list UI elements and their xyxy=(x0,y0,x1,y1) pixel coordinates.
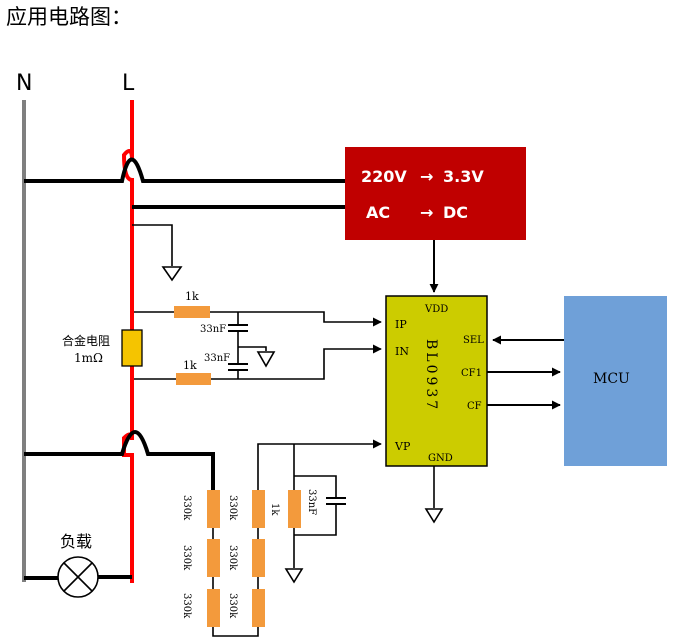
mcu-label: MCU xyxy=(593,371,630,387)
resistor-330k-6 xyxy=(252,589,265,627)
converter-ac: AC xyxy=(366,203,390,222)
converter-dc: DC xyxy=(443,203,468,222)
neutral-label: N xyxy=(16,71,32,96)
pin-vp: VP xyxy=(394,440,411,453)
chip-name: BL0937 xyxy=(423,339,439,412)
ip-wire xyxy=(210,311,382,327)
resistor-330k-1 xyxy=(207,490,220,528)
load-label: 负载 xyxy=(60,532,92,551)
pin-vdd: VDD xyxy=(424,304,448,315)
page-title: 应用电路图： xyxy=(6,5,132,29)
ground-symbol-chip xyxy=(424,508,444,524)
lamp-cross-2 xyxy=(63,562,93,592)
resistor-330k-4-label: 330k xyxy=(227,495,238,521)
pin-ip: IP xyxy=(395,318,407,331)
converter-arrow-1: → xyxy=(420,167,433,186)
live-ground-wire xyxy=(132,224,173,266)
resistor-330k-3 xyxy=(207,589,220,627)
live-line xyxy=(121,100,134,583)
in-wire xyxy=(211,344,382,380)
pin-in: IN xyxy=(395,345,409,358)
ground-symbol-live xyxy=(161,266,183,282)
live-label: L xyxy=(122,71,135,96)
vp-wire xyxy=(257,439,382,490)
resistor-330k-2-label: 330k xyxy=(181,545,192,571)
ground-symbol-cap xyxy=(256,351,276,368)
resistor-330k-3-label: 330k xyxy=(181,593,192,619)
shunt-label-value: 1mΩ xyxy=(74,351,103,365)
ground-symbol-vp xyxy=(284,568,304,584)
divider-wire-bottom xyxy=(212,627,259,637)
resistor-1k-in xyxy=(176,373,211,385)
resistor-330k-1-label: 330k xyxy=(181,495,192,521)
pin-cf: CF xyxy=(467,401,482,412)
cap-vp-label: 33nF xyxy=(306,489,317,515)
resistor-1k-in-label: 1k xyxy=(183,359,197,372)
resistor-1k-vp xyxy=(288,490,301,528)
resistor-1k-ip xyxy=(174,306,210,318)
shunt-resistor xyxy=(121,329,143,367)
ac-dc-converter xyxy=(345,147,526,240)
resistor-1k-vp-label: 1k xyxy=(269,503,280,516)
resistor-330k-6-label: 330k xyxy=(227,593,238,619)
resistor-1k-ip-label: 1k xyxy=(185,290,199,303)
resistor-330k-2 xyxy=(207,539,220,577)
shunt-label-name: 合金电阻 xyxy=(62,333,110,348)
converter-220v: 220V xyxy=(361,167,407,186)
pin-gnd: GND xyxy=(428,453,453,464)
resistor-330k-4 xyxy=(252,490,265,528)
bl0937-chip xyxy=(385,295,488,467)
pin-sel: SEL xyxy=(463,335,484,346)
cap-vp-top-wire xyxy=(294,475,337,498)
resistor-330k-5-label: 330k xyxy=(227,545,238,571)
cap-ground-wire xyxy=(238,346,267,351)
converter-3v3: 3.3V xyxy=(443,167,484,186)
mcu-block xyxy=(564,296,667,466)
cap-ip-label: 33nF xyxy=(200,324,226,335)
resistor-330k-5 xyxy=(252,539,265,577)
divider-feed-wire xyxy=(24,430,215,490)
cap-in-label: 33nF xyxy=(204,353,230,364)
converter-arrow-2: → xyxy=(420,203,433,222)
pin-cf1: CF1 xyxy=(461,368,482,379)
cap-vp-bottom-wire xyxy=(294,504,337,536)
neutral-to-converter-wire xyxy=(24,157,345,183)
